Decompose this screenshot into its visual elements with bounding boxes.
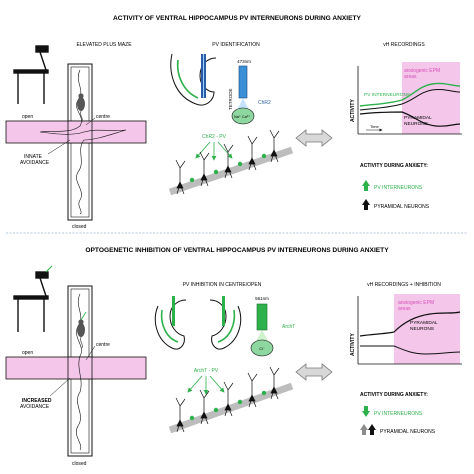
pv-interneurons-bottom bbox=[189, 390, 267, 421]
pyramidal-neurons-bottom bbox=[175, 366, 280, 433]
bottom-maze: open centre closed INCREASED AVOIDANCE bbox=[5, 265, 147, 467]
optic-fiber-green bbox=[256, 303, 268, 331]
pv-inh-title: PV INHIBITION IN CENTRE/OPEN bbox=[183, 282, 262, 288]
anxiogenic-label: anxiogenic EPM bbox=[404, 68, 440, 74]
table-icon-bottom bbox=[13, 265, 53, 332]
avoidance-label: AVOIDANCE bbox=[20, 160, 50, 166]
arrow-up-double-icon bbox=[360, 424, 376, 435]
archt-pv-label: ArchT - PV bbox=[194, 368, 219, 374]
activity-axis-label: ACTIVITY bbox=[350, 99, 356, 122]
table-icon bbox=[13, 45, 49, 104]
anxiogenic-zone bbox=[402, 62, 460, 134]
closed-label: closed bbox=[72, 224, 87, 230]
pv-neuron-body bbox=[231, 107, 255, 125]
pv-result-label-bottom: PV INTERNEURONS bbox=[374, 411, 423, 417]
increased-label: INCREASED bbox=[22, 398, 52, 404]
arrow-up-green-icon bbox=[362, 180, 370, 191]
open-label-bottom: open bbox=[22, 350, 33, 356]
bottom-panel: OPTOGENETIC INHIBITION OF VENTRAL HIPPOC… bbox=[5, 247, 462, 467]
pv-trace-bottom bbox=[360, 345, 461, 355]
activity-during-label-bottom: ACTIVITY DURING ANXIETY: bbox=[360, 392, 428, 398]
activity-during-label: ACTIVITY DURING ANXIETY: bbox=[360, 163, 428, 169]
vh-title-bottom: vH RECORDINGS + INHIBITION bbox=[367, 282, 441, 288]
avoidance-label-bottom: AVOIDANCE bbox=[20, 404, 50, 410]
pv-trace-outline bbox=[359, 88, 461, 111]
hippocampus-stain bbox=[176, 59, 199, 99]
arrow-up-black-icon bbox=[362, 199, 370, 210]
pyramidal-trace-bottom bbox=[359, 311, 461, 337]
pyr-trace-label-2: NEURONS bbox=[404, 121, 428, 127]
chr2-pv-label: ChR2 - PV bbox=[202, 134, 227, 140]
pv-id-title: PV IDENTIFICATION bbox=[212, 42, 260, 48]
pyr-result-label: PYRAMIDAL NEURONS bbox=[374, 204, 430, 210]
optic-fiber-blue bbox=[238, 65, 248, 99]
arrow-down-green-icon bbox=[362, 406, 370, 417]
pv-neuron-body-bottom bbox=[250, 339, 274, 357]
centre-label: centre bbox=[96, 114, 110, 120]
chr2-label: ChR2 bbox=[258, 100, 271, 106]
mouse-icon-bottom bbox=[77, 311, 87, 349]
pv-identification: PV IDENTIFICATION TETRODE 473nm Na⁺ Ca²⁺… bbox=[168, 42, 294, 196]
closed-label-bottom: closed bbox=[72, 461, 87, 467]
pv-interneurons bbox=[189, 153, 267, 183]
top-panel: ACTIVITY OF VENTRAL HIPPOCAMPUS PV INTER… bbox=[5, 15, 462, 230]
brain-right-outline bbox=[209, 299, 242, 350]
pyr-trace-label-bottom-2: NEURONS bbox=[410, 326, 434, 332]
maze-title: ELEVATED PLUS MAZE bbox=[76, 42, 132, 48]
pv-result-label: PV INTERNEURONS bbox=[374, 185, 423, 191]
wavelength-label-bottom: 561nm bbox=[255, 296, 269, 301]
tetrode-label: TETRODE bbox=[228, 88, 233, 110]
activity-axis-label-bottom: ACTIVITY bbox=[350, 333, 356, 356]
innate-label: INNATE bbox=[24, 154, 43, 160]
centre-label-bottom: centre bbox=[96, 342, 110, 348]
mouse-icon bbox=[77, 93, 85, 123]
pv-trace bbox=[359, 82, 461, 107]
time-axis-label: Time bbox=[370, 124, 380, 129]
brain-left-outline bbox=[154, 299, 187, 350]
double-arrow-icon-bottom bbox=[295, 363, 333, 381]
areas-label-bottom: areas bbox=[398, 306, 411, 312]
mouse-trajectory bbox=[39, 69, 127, 215]
na-ca-label: Na⁺ Ca²⁺ bbox=[234, 115, 250, 119]
vh-recordings: vH RECORDINGS anxiogenic EPM areas ACTIV… bbox=[350, 42, 462, 210]
tetrode-icon bbox=[201, 54, 206, 98]
pv-trace-label: PV INTERNEURONS bbox=[364, 92, 410, 98]
pyr-trace-label-bottom-1: PYRAMIDAL bbox=[410, 320, 438, 326]
areas-label: areas bbox=[404, 74, 417, 80]
pyr-result-label-bottom: PYRAMIDAL NEURONS bbox=[380, 429, 436, 435]
cl-label: Cl⁻ bbox=[259, 347, 265, 351]
anxiogenic-label-bottom: anxiogenic EPM bbox=[398, 300, 434, 306]
pyramidal-neurons bbox=[175, 129, 280, 195]
pyramidal-trace bbox=[359, 111, 461, 127]
centre-zone bbox=[67, 120, 93, 144]
vh-title: vH RECORDINGS bbox=[383, 42, 425, 48]
open-label: open bbox=[22, 114, 33, 120]
pyr-trace-label-1: PYRAMIDAL bbox=[404, 115, 432, 121]
top-maze: ELEVATED PLUS MAZE open bbox=[5, 42, 147, 230]
double-arrow-icon bbox=[295, 129, 333, 147]
bottom-title: OPTOGENETIC INHIBITION OF VENTRAL HIPPOC… bbox=[85, 247, 389, 254]
wavelength-label: 473nm bbox=[237, 59, 251, 64]
pyramidal-layer bbox=[168, 146, 294, 196]
vh-recordings-inhibition: vH RECORDINGS + INHIBITION anxiogenic EP… bbox=[350, 282, 462, 435]
top-title: ACTIVITY OF VENTRAL HIPPOCAMPUS PV INTER… bbox=[113, 15, 362, 22]
pv-inhibition: PV INHIBITION IN CENTRE/OPEN 561nm Cl⁻ A… bbox=[154, 282, 295, 434]
archt-label: ArchT bbox=[282, 324, 295, 330]
